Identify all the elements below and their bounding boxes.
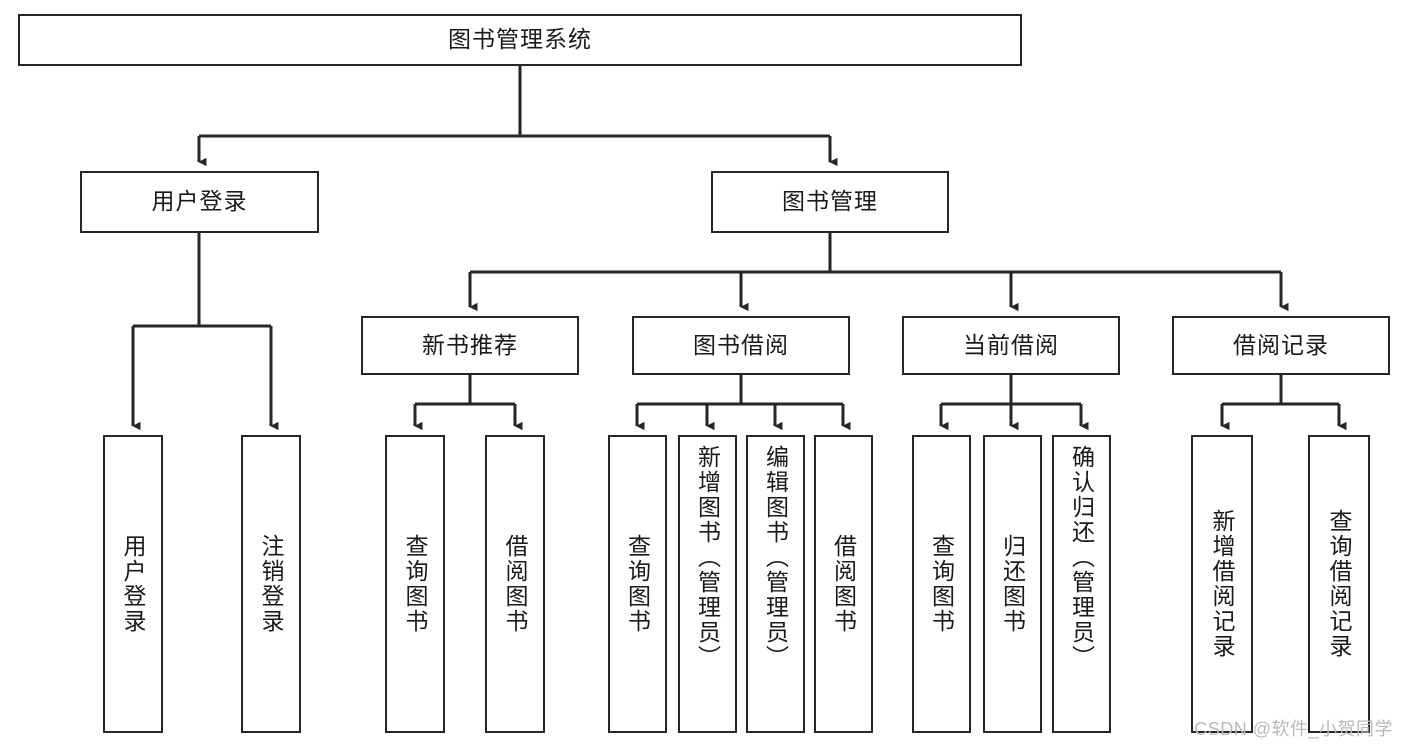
csdn-watermark: CSDN @软件_小贺同学 — [1194, 719, 1393, 739]
node-leaf-query-book-current[interactable]: 查询图书 — [912, 435, 971, 733]
connectors-borrowrecord-leaves — [1220, 375, 1347, 431]
node-leaf-return-book-label: 归还图书 — [999, 534, 1026, 634]
connectors-bookmanage-level3 — [468, 233, 1289, 312]
node-leaf-return-book[interactable]: 归还图书 — [983, 435, 1042, 733]
node-root-system[interactable]: 图书管理系统 — [18, 14, 1022, 66]
node-leaf-add-book[interactable]: 新增图书（管理员） — [678, 435, 737, 733]
node-user-login[interactable]: 用户登录 — [80, 171, 319, 233]
node-leaf-borrow-book-recommend[interactable]: 借阅图书 — [485, 435, 545, 733]
node-borrow-record[interactable]: 借阅记录 — [1172, 316, 1390, 375]
node-borrow-record-label: 借阅记录 — [1233, 331, 1329, 358]
node-leaf-borrow-book-label: 借阅图书 — [830, 534, 857, 634]
node-leaf-logout-label: 注销登录 — [258, 534, 285, 634]
node-leaf-query-book-borrow[interactable]: 查询图书 — [608, 435, 667, 733]
node-book-manage-label: 图书管理 — [782, 188, 878, 215]
node-leaf-edit-book-label: 编辑图书（管理员） — [762, 445, 789, 670]
node-new-book-recommend[interactable]: 新书推荐 — [361, 316, 579, 375]
node-leaf-query-borrow-record[interactable]: 查询借阅记录 — [1308, 435, 1370, 733]
node-leaf-query-book-recommend[interactable]: 查询图书 — [385, 435, 445, 733]
node-leaf-query-borrow-record-label: 查询借阅记录 — [1326, 509, 1353, 659]
node-book-manage[interactable]: 图书管理 — [711, 171, 949, 233]
node-book-borrow-label: 图书借阅 — [693, 331, 789, 358]
connectors-newbook-leaves — [413, 375, 523, 431]
connectors-userlogin-leaves — [131, 233, 279, 431]
node-leaf-logout[interactable]: 注销登录 — [241, 435, 301, 733]
node-new-book-recommend-label: 新书推荐 — [422, 331, 518, 358]
connectors-bookborrow-leaves — [635, 375, 851, 431]
node-current-borrow-label: 当前借阅 — [963, 331, 1059, 358]
node-leaf-confirm-return-label: 确认归还（管理员） — [1068, 445, 1095, 670]
node-leaf-add-borrow-record[interactable]: 新增借阅记录 — [1191, 435, 1253, 733]
node-leaf-query-book-recommend-label: 查询图书 — [402, 534, 429, 634]
connectors-currentborrow-leaves — [939, 375, 1089, 431]
node-current-borrow[interactable]: 当前借阅 — [902, 316, 1120, 375]
node-leaf-borrow-book[interactable]: 借阅图书 — [814, 435, 873, 733]
node-leaf-edit-book[interactable]: 编辑图书（管理员） — [746, 435, 805, 733]
node-leaf-query-book-borrow-label: 查询图书 — [624, 534, 651, 634]
node-book-borrow[interactable]: 图书借阅 — [632, 316, 850, 375]
node-leaf-add-book-label: 新增图书（管理员） — [694, 445, 721, 670]
node-leaf-confirm-return[interactable]: 确认归还（管理员） — [1052, 435, 1111, 733]
node-leaf-user-login-label: 用户登录 — [120, 534, 147, 634]
node-leaf-user-login[interactable]: 用户登录 — [103, 435, 163, 733]
node-leaf-query-book-current-label: 查询图书 — [928, 534, 955, 634]
connectors-root-level2 — [197, 66, 838, 167]
node-leaf-borrow-book-recommend-label: 借阅图书 — [502, 534, 529, 634]
node-leaf-add-borrow-record-label: 新增借阅记录 — [1209, 509, 1236, 659]
node-user-login-label: 用户登录 — [151, 188, 248, 215]
node-root-label: 图书管理系统 — [448, 26, 592, 53]
